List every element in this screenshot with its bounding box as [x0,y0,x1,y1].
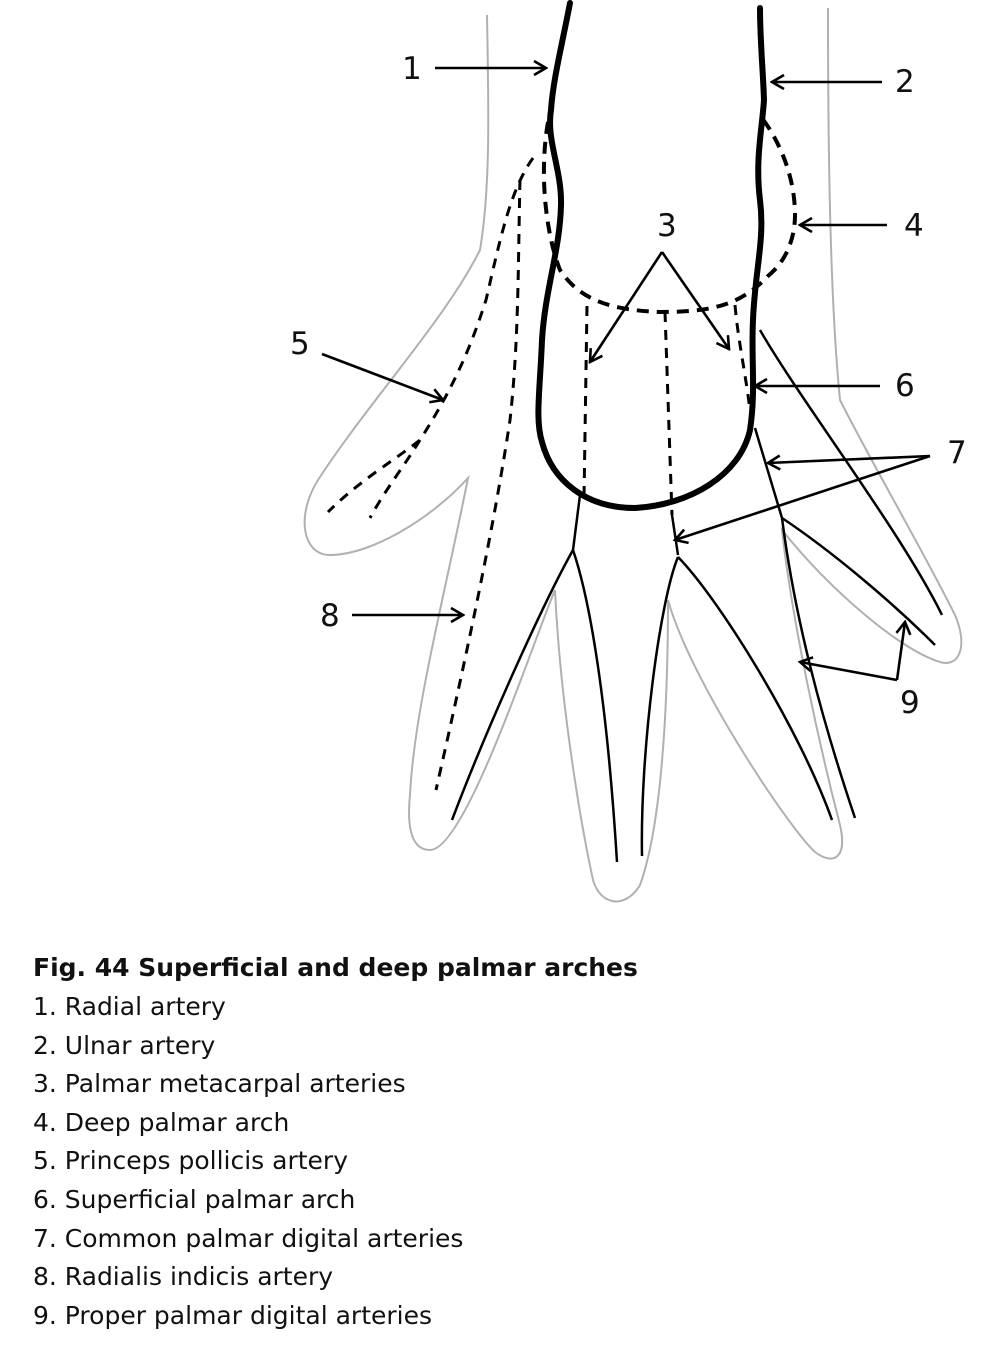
palmar-metacarpal-arteries [582,304,752,516]
callout-number-2: 2 [895,64,915,100]
legend-item: 4. Deep palmar arch [33,1107,290,1137]
callout-number-1: 1 [402,51,422,87]
legend-item: 5. Princeps pollicis artery [33,1146,348,1176]
arrow-5 [321,352,443,400]
legend-item: 7. Common palmar digital arteries [33,1223,464,1253]
princeps-pollicis-artery [326,157,535,519]
callout-number-4: 4 [904,208,924,244]
callout-number-6: 6 [895,368,915,404]
legend-item: 9. Proper palmar digital arteries [33,1300,433,1330]
arrow-7a [768,456,931,463]
callout-number-3: 3 [657,208,677,244]
legend-item: 8. Radialis indicis artery [33,1262,334,1292]
hand-outline [303,7,963,903]
arrow-3a [590,251,664,362]
legend-list: 1. Radial artery 2. Ulnar artery 3. Palm… [33,988,973,1335]
radial-artery-superficial-arch [535,0,768,512]
deep-palmar-arch [541,116,798,315]
figure-caption: Fig. 44 Superficial and deep palmar arch… [33,948,973,1335]
callout-number-8: 8 [320,598,340,634]
common-palmar-digital-arteries [571,427,784,556]
callout-number-5: 5 [290,326,310,362]
legend-item: 3. Palmar metacarpal arteries [33,1069,406,1099]
proper-palmar-digital-arteries [450,329,944,863]
palmar-arches-diagram: 1 2 3 4 5 6 7 8 9 [290,0,967,903]
arrow-7b [675,454,931,540]
legend-item: 1. Radial artery [33,992,226,1021]
arrow-3b [660,251,729,349]
arrow-9a [800,662,898,682]
arrow-9b [897,622,905,681]
callout-arrows [321,68,931,682]
legend-item: 6. Superficial palmar arch [33,1184,356,1214]
caption-title: Fig. 44 Superficial and deep palmar arch… [33,953,638,982]
legend-item: 2. Ulnar artery [33,1030,216,1060]
callout-number-7: 7 [947,435,967,471]
radialis-indicis-artery [434,179,522,791]
callout-number-9: 9 [900,685,920,721]
